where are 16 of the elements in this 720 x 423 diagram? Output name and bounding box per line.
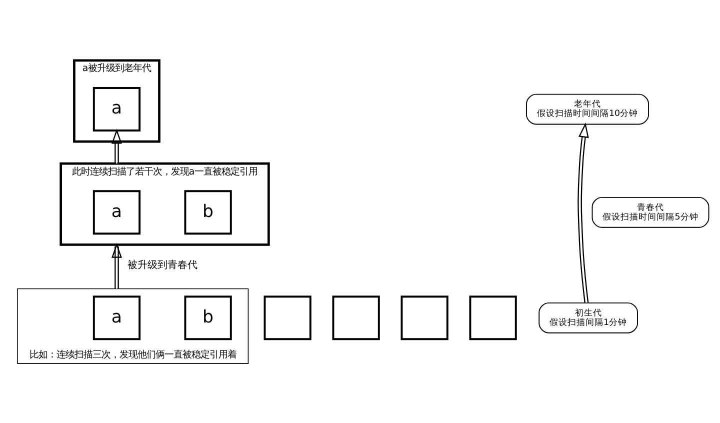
node-box — [469, 295, 517, 340]
node-box: b — [184, 190, 232, 234]
node-box — [400, 295, 448, 340]
arrow — [111, 242, 122, 288]
node-box: a — [92, 86, 141, 131]
arrow — [578, 122, 589, 302]
node-box: 老年代 假设扫描时间间隔10分钟 — [526, 93, 650, 124]
node-box: b — [184, 295, 232, 340]
arrow — [111, 128, 122, 164]
node-box: a — [92, 190, 141, 234]
edge-label: 被升级到青春代 — [128, 259, 198, 270]
node-box — [332, 295, 380, 340]
node-box: 初生代 假设扫描间隔1分钟 — [538, 302, 638, 333]
node-box — [264, 295, 312, 340]
node-box: 青春代 假设扫描时间间隔5分钟 — [592, 196, 710, 228]
node-box: a — [92, 295, 141, 340]
